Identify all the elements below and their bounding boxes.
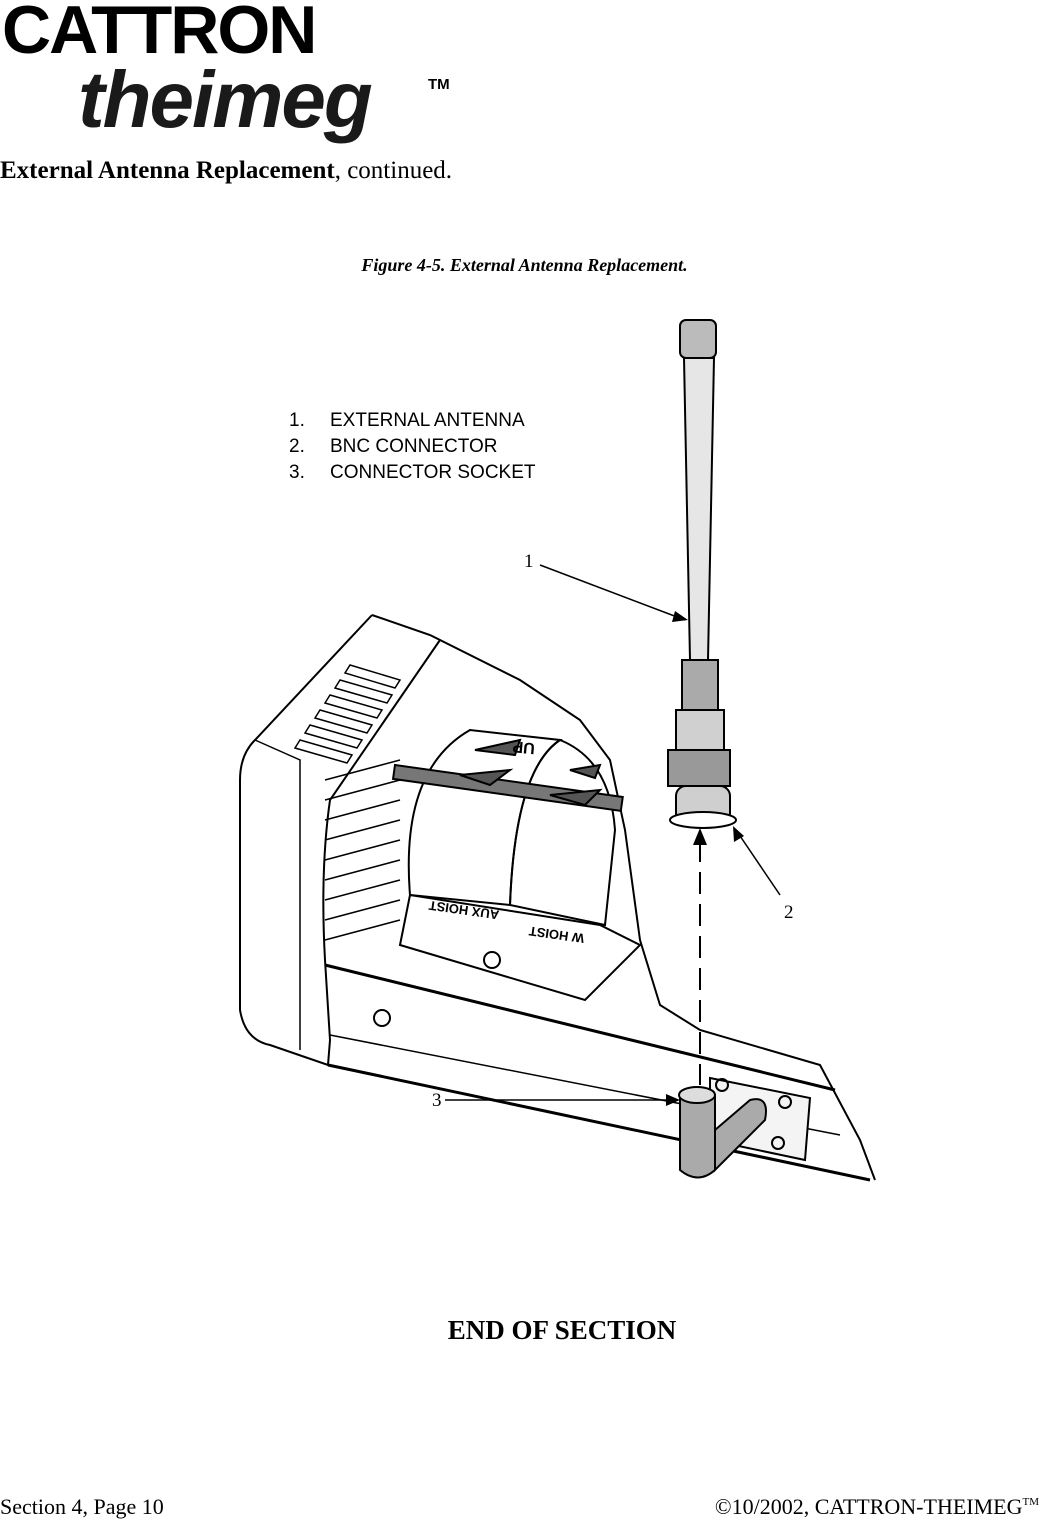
figure-legend: 1. EXTERNAL ANTENNA 2. BNC CONNECTOR 3. … <box>289 408 536 486</box>
callout-3: 3 <box>432 1090 442 1111</box>
callout-2: 2 <box>784 902 794 923</box>
callout-1: 1 <box>524 551 534 572</box>
legend-number: 2. <box>289 436 305 457</box>
legend-label: EXTERNAL ANTENNA <box>330 410 525 431</box>
lever-aux-hoist-label: AUX HOIST <box>428 898 500 923</box>
footer-trademark: TM <box>1022 1496 1040 1508</box>
external-antenna <box>675 319 725 751</box>
legend-number: 3. <box>289 462 305 483</box>
logo-cattron-text: CATTRON <box>2 0 317 68</box>
leader-line-1 <box>539 564 686 621</box>
legend-label: CONNECTOR SOCKET <box>330 462 536 483</box>
lever-up-label: UP <box>512 737 536 756</box>
connector-socket <box>678 1076 812 1179</box>
housing-body <box>239 614 441 1067</box>
lever-base <box>398 893 642 1002</box>
guide-arrowhead <box>693 828 707 845</box>
housing-inner-edge <box>324 963 836 1092</box>
footer-copyright: ©10/2002, CATTRON-THEIMEGTM <box>715 1494 1039 1520</box>
section-heading-rest: , continued. <box>334 157 453 184</box>
footer-page-number: Section 4, Page 10 <box>0 1494 164 1519</box>
footer-copyright-text: ©10/2002, CATTRON-THEIMEG <box>714 1494 1023 1519</box>
legend-number: 1. <box>289 410 305 431</box>
leader-line-2 <box>735 829 781 896</box>
legend-item: 2. BNC CONNECTOR <box>289 434 536 460</box>
figure-caption: Figure 4-5. External Antenna Replacement… <box>361 255 688 275</box>
end-of-section: END OF SECTION <box>447 1315 677 1345</box>
cattron-theimeg-logo: CATTRON theimeg TM <box>0 0 460 145</box>
side-ribs <box>324 759 401 941</box>
arrowhead-1 <box>672 611 688 622</box>
legend-label: BNC CONNECTOR <box>330 436 498 457</box>
arrowhead-3 <box>666 1094 680 1106</box>
housing-lower-edge <box>327 1063 871 1182</box>
antenna-replacement-illustration: UP AUX HOIST W HOIST <box>239 319 876 1182</box>
arrowhead-2 <box>733 826 744 842</box>
legend-item: 3. CONNECTOR SOCKET <box>289 460 536 486</box>
housing-outline <box>371 614 876 1181</box>
logo-trademark: TM <box>428 76 450 93</box>
bnc-connector <box>667 749 737 829</box>
logo-theimeg-text: theimeg <box>78 55 373 144</box>
lever-w-hoist-label: W HOIST <box>528 923 585 946</box>
section-heading: External Antenna Replacement, continued. <box>0 157 452 185</box>
vent-slots <box>293 664 402 764</box>
legend-item: 1. EXTERNAL ANTENNA <box>289 408 536 434</box>
section-heading-bold: External Antenna Replacement <box>0 157 335 184</box>
aux-hoist-lever <box>407 728 563 907</box>
